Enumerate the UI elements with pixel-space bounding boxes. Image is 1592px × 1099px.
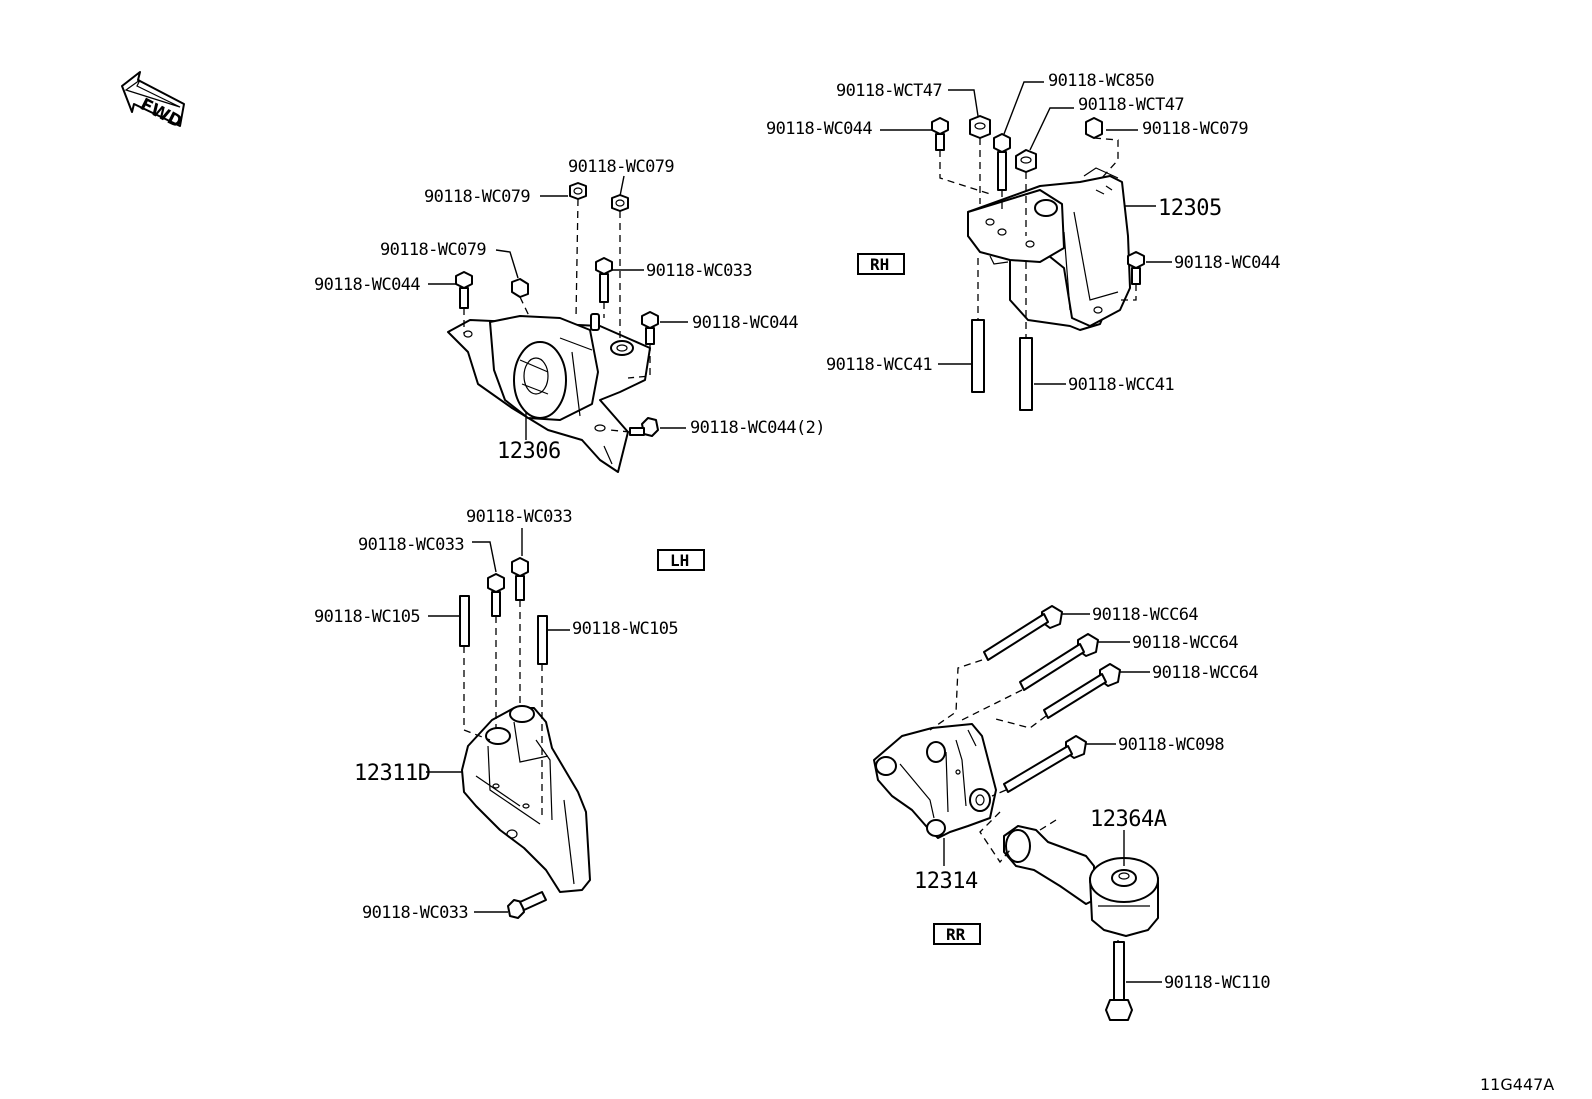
stud-bolt-icon: [459, 595, 470, 647]
bolt-icon: [993, 133, 1011, 191]
callout-90118-wc110: 90118-WC110: [1164, 973, 1270, 993]
stud-bolt-icon: [1019, 337, 1033, 411]
callout-90118-wc079: 90118-WC079: [1142, 119, 1248, 139]
bolt-icon: [511, 557, 529, 601]
fwd-arrow-icon: FWD: [121, 71, 185, 133]
callout-90118-wc044: 90118-WC044: [314, 275, 420, 295]
callout-90118-wc105: 90118-WC105: [572, 619, 678, 639]
bolt-icon: [641, 311, 659, 345]
callout-90118-wc044: 90118-WC044: [1174, 253, 1280, 273]
mount-12364a-drawing: [1003, 825, 1159, 937]
bolt-icon: [507, 891, 547, 919]
lh-upper-mount-group: 90118-WC079 90118-WC079 90118-WC079 9011…: [314, 157, 825, 473]
callout-90118-wct47: 90118-WCT47: [1078, 95, 1184, 115]
callout-90118-wc098: 90118-WC098: [1118, 735, 1224, 755]
callout-90118-wc079: 90118-WC079: [568, 157, 674, 177]
long-bolt-icon: [1105, 941, 1133, 1021]
callout-90118-wcc64: 90118-WCC64: [1132, 633, 1238, 653]
nut-icon: [969, 115, 991, 139]
part-number-12311d: 12311D: [354, 761, 430, 786]
callout-90118-wc044: 90118-WC044: [766, 119, 872, 139]
long-bolt-icon: [1019, 633, 1099, 691]
callout-90118-wc079: 90118-WC079: [424, 187, 530, 207]
section-tag-rh: RH: [857, 253, 905, 275]
callout-90118-wcc64: 90118-WCC64: [1152, 663, 1258, 683]
nut-icon: [1085, 117, 1103, 139]
callout-90118-wc033: 90118-WC033: [466, 507, 572, 527]
mount-12311d-drawing: [461, 705, 591, 893]
bolt-icon: [931, 117, 949, 151]
callout-90118-wcc41: 90118-WCC41: [1068, 375, 1174, 395]
callout-90118-wc044-qty2: 90118-WC044(2): [690, 418, 825, 438]
rr-mount-group: 90118-WCC64 90118-WCC64 90118-WCC64 9011…: [873, 605, 1271, 1021]
callout-90118-wc033: 90118-WC033: [362, 903, 468, 923]
long-bolt-icon: [1043, 663, 1121, 719]
bracket-12314-drawing: [873, 723, 997, 839]
long-bolt-icon: [1003, 735, 1087, 793]
callout-90118-wcc64: 90118-WCC64: [1092, 605, 1198, 625]
bolt-icon: [595, 257, 613, 303]
diagram-code: 11G447A: [1480, 1075, 1554, 1094]
section-tag-rr-label: RR: [946, 925, 966, 944]
section-tag-lh: LH: [657, 549, 705, 571]
section-tag-rh-label: RH: [870, 255, 889, 274]
nut-icon: [611, 194, 629, 212]
rh-mount-group: 90118-WCT47 90118-WC850 90118-WCT47 9011…: [766, 71, 1281, 411]
mount-12306-drawing: [447, 313, 651, 473]
bolt-icon: [629, 417, 659, 437]
callout-90118-wc044: 90118-WC044: [692, 313, 798, 333]
callout-90118-wc850: 90118-WC850: [1048, 71, 1154, 91]
bolt-icon: [487, 573, 505, 617]
part-number-12306: 12306: [497, 439, 561, 464]
part-number-12305: 12305: [1158, 196, 1222, 221]
stud-bolt-icon: [971, 319, 985, 393]
callout-90118-wct47: 90118-WCT47: [836, 81, 942, 101]
nut-icon: [511, 278, 529, 298]
part-number-12314: 12314: [914, 869, 978, 894]
long-bolt-icon: [983, 605, 1063, 661]
section-tag-rr: RR: [933, 923, 981, 945]
callout-90118-wc105: 90118-WC105: [314, 607, 420, 627]
part-number-12364a: 12364A: [1090, 807, 1167, 832]
lh-lower-mount-group: 90118-WC033 90118-WC033 90118-WC105 9011…: [314, 507, 705, 923]
nut-icon: [569, 182, 587, 200]
section-tag-lh-label: LH: [670, 551, 689, 570]
nut-icon: [1015, 149, 1037, 173]
mount-12305-drawing: [967, 167, 1131, 331]
stud-bolt-icon: [537, 615, 548, 665]
callout-90118-wc079: 90118-WC079: [380, 240, 486, 260]
callout-90118-wcc41: 90118-WCC41: [826, 355, 932, 375]
callout-90118-wc033: 90118-WC033: [358, 535, 464, 555]
bolt-icon: [455, 271, 473, 309]
callout-90118-wc033: 90118-WC033: [646, 261, 752, 281]
